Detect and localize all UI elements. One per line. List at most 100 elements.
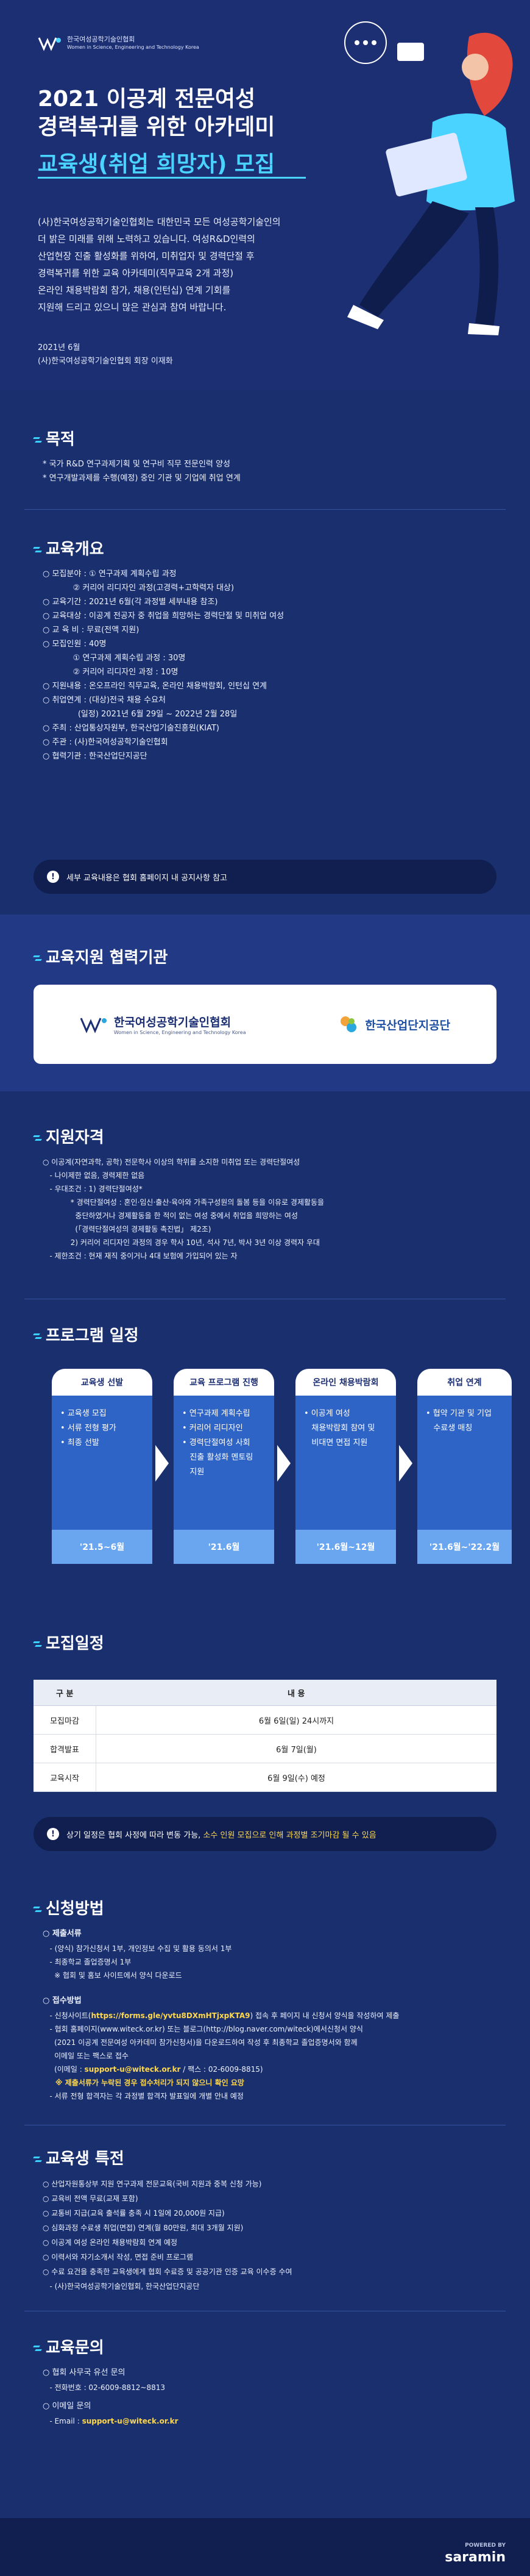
table-row: 모집마감 6월 6일(일) 24시까지 <box>34 1705 496 1735</box>
partner-witeck-name: 한국여성공학기술인협회 <box>113 1016 231 1029</box>
program-step-body: • 협약 기관 및 기업 수료생 매칭 <box>417 1396 512 1530</box>
overview-title: 교육개요 <box>34 537 104 559</box>
hero-title: 2021 이공계 전문여성 경력복귀를 위한 아카데미 <box>38 85 275 141</box>
program-step-head: 교육 프로그램 진행 <box>174 1369 274 1396</box>
section-marker-icon <box>34 952 42 962</box>
contact-email-link[interactable]: support-u@witeck.or.kr <box>82 2417 178 2425</box>
schedule-row-key: 모집마감 <box>34 1705 96 1735</box>
contact-email-head: ○ 이메일 문의 <box>43 2402 91 2411</box>
purpose-lines: * 국가 R&D 연구과제기획 및 연구비 직무 전문인력 양성 * 연구개발과… <box>43 460 241 483</box>
overview-notice-text: 세부 교육내용은 협회 홈페이지 내 공지사항 참고 <box>66 873 227 883</box>
program-title: 프로그램 일정 <box>34 1323 139 1346</box>
apply-method-warning: ※ 제출서류가 누락된 경우 접수처리가 되지 않으니 확인 요망 <box>43 2078 244 2087</box>
saramin-logo-text: saramin <box>445 2550 506 2565</box>
eligibility-title: 지원자격 <box>34 1125 104 1147</box>
apply-docs-head: ○ 제출서류 <box>43 1929 82 1938</box>
program-step-4: 취업 연계 • 협약 기관 및 기업 수료생 매칭 '21.6월~'22.2월 <box>417 1369 512 1564</box>
apply-form-link[interactable]: https://forms.gle/yvtu8DXmHTjxpKTA9 <box>91 2011 250 2020</box>
program-step-body: • 교육생 모집 • 서류 전형 평가 • 최종 선발 <box>52 1396 152 1530</box>
apply-docs: - (양식) 참가신청서 1부, 개인정보 수집 및 활용 동의서 1부 - 최… <box>49 1944 232 1980</box>
partner-kicox-name: 한국산업단지공단 <box>365 1018 451 1032</box>
hero-description: (사)한국여성공학기술인협회는 대한민국 모든 여성공학기술인의 더 밝은 미래… <box>38 216 281 313</box>
section-marker-icon <box>34 2342 42 2352</box>
woman-with-laptop-illustration <box>344 21 515 335</box>
section-marker-icon <box>34 433 42 443</box>
apply-title: 신청방법 <box>34 1896 104 1919</box>
table-row: 교육시작 6월 9일(수) 예정 <box>34 1763 496 1792</box>
section-marker-icon <box>34 1903 42 1913</box>
program-step-period: '21.6월~'22.2월 <box>417 1530 512 1564</box>
program-step-2: 교육 프로그램 진행 • 연구과제 계획수립 • 커리어 리디자인 • 경력단절… <box>174 1369 274 1564</box>
kicox-logo-icon <box>341 1016 357 1032</box>
partner-kicox: 한국산업단지공단 <box>338 1014 450 1035</box>
hero-subtitle-underline <box>38 177 306 179</box>
benefits-lines: ○ 산업자원통상부 지원 연구과제 전문교육(국비 지원과 중복 신청 가능) … <box>43 2180 292 2291</box>
section-marker-icon <box>34 1132 42 1141</box>
benefits-title: 교육생 특전 <box>34 2146 124 2169</box>
contact-email: - Email : support-u@witeck.or.kr <box>43 2417 178 2425</box>
schedule-col-category: 구 분 <box>34 1680 96 1706</box>
exclamation-icon: ! <box>47 1828 59 1840</box>
hero-date-text: 2021년 6월 <box>38 343 80 352</box>
apply-email-link[interactable]: support-u@witeck.or.kr <box>84 2065 181 2074</box>
hero-subtitle: 교육생(취업 희망자) 모집 <box>38 152 275 177</box>
program-step-body: • 이공계 여성 채용박람회 참여 및 비대면 면접 지원 <box>295 1396 396 1530</box>
partner-witeck-name-en: Women in Science, Engineering and Techno… <box>113 1030 246 1035</box>
divider <box>24 509 506 510</box>
association-logo: 한국여성공학기술인협회 Women in Science, Engineerin… <box>38 35 199 51</box>
section-marker-icon <box>34 2153 42 2163</box>
hero-title-line-2: 경력복귀를 위한 아카데미 <box>38 115 275 140</box>
contact-phone-head: ○ 협회 사무국 유선 문의 <box>43 2368 125 2377</box>
witeck-logo-icon <box>80 1018 107 1033</box>
schedule-row-value: 6월 6일(일) 24시까지 <box>96 1705 496 1735</box>
eligibility-lines: ○ 이공계(자연과학, 공학) 전문학사 이상의 학위를 소지한 미취업 또는 … <box>43 1158 325 1260</box>
schedule-header-row: 구 분 내 용 <box>34 1680 496 1706</box>
logo-name-ko: 한국여성공학기술인협회 <box>67 35 135 43</box>
schedule-row-key: 합격발표 <box>34 1734 96 1763</box>
section-marker-icon <box>34 1638 42 1647</box>
partner-witeck: 한국여성공학기술인협회 Women in Science, Engineerin… <box>80 1013 246 1035</box>
purpose-title: 목적 <box>34 427 75 449</box>
schedule-title: 모집일정 <box>34 1631 104 1654</box>
apply-method-3: (이메일 : support-u@witeck.or.kr / 팩스 : 02-… <box>43 2065 263 2074</box>
section-marker-icon <box>34 543 42 553</box>
program-step-period: '21.6월~12월 <box>295 1530 396 1564</box>
schedule-table: 구 분 내 용 모집마감 6월 6일(일) 24시까지 합격발표 6월 7일(월… <box>34 1680 496 1792</box>
footer-band <box>0 2518 530 2576</box>
schedule-notice-text: 상기 일정은 협회 사정에 따라 변동 가능, 소수 인원 모집으로 인해 과정… <box>66 1830 376 1840</box>
apply-method-head: ○ 접수방법 <box>43 1996 82 2005</box>
hero-signature: 2021년 6월 (사)한국여성공학기술인협회 회장 이재화 <box>38 341 173 368</box>
overview-lines: ○ 모집분야 : ① 연구과제 계획수립 과정 ② 커리어 리디자인 과정(고경… <box>43 569 284 761</box>
apply-method-1: - 신청사이트(https://forms.gle/yvtu8DXmHTjxpK… <box>43 2011 400 2020</box>
hero-section: 한국여성공학기술인협회 Women in Science, Engineerin… <box>0 0 530 390</box>
table-row: 합격발표 6월 7일(월) <box>34 1734 496 1763</box>
program-step-period: '21.5~6월 <box>52 1530 152 1564</box>
association-logo-icon <box>38 37 61 51</box>
schedule-row-value: 6월 9일(수) 예정 <box>96 1763 496 1792</box>
schedule-row-key: 교육시작 <box>34 1763 96 1792</box>
partner-logos: 한국여성공학기술인협회 Women in Science, Engineerin… <box>34 985 496 1064</box>
program-step-head: 교육생 선발 <box>52 1369 152 1396</box>
program-step-head: 취업 연계 <box>417 1369 512 1396</box>
program-step-period: '21.6월 <box>174 1530 274 1564</box>
apply-method-5: - 서류 전형 합격자는 각 과정별 합격자 발표일에 개별 안내 예정 <box>43 2092 244 2100</box>
arrow-right-icon <box>155 1445 169 1482</box>
partners-title: 교육지원 협력기관 <box>34 945 168 968</box>
schedule-col-content: 내 용 <box>96 1680 496 1706</box>
logo-name-en: Women in Science, Engineering and Techno… <box>67 45 199 50</box>
schedule-row-value: 6월 7일(월) <box>96 1734 496 1763</box>
program-step-body: • 연구과제 계획수립 • 커리어 리디자인 • 경력단절여성 사회 진출 활성… <box>174 1396 274 1530</box>
program-step-3: 온라인 채용박람회 • 이공계 여성 채용박람회 참여 및 비대면 면접 지원 … <box>295 1369 396 1564</box>
saramin-brand: POWERED BY saramin <box>445 2542 506 2565</box>
powered-by-label: POWERED BY <box>465 2542 506 2549</box>
contact-phone: - 전화번호 : 02-6009-8812~8813 <box>43 2383 166 2392</box>
section-marker-icon <box>34 1330 42 1340</box>
arrow-right-icon <box>277 1445 291 1482</box>
exclamation-icon: ! <box>47 871 59 883</box>
hero-title-line-1: 2021 이공계 전문여성 <box>38 87 256 112</box>
program-step-head: 온라인 채용박람회 <box>295 1369 396 1396</box>
overview-notice: ! 세부 교육내용은 협회 홈페이지 내 공지사항 참고 <box>34 860 496 894</box>
arrow-right-icon <box>399 1445 412 1482</box>
apply-method-2: - 협회 홈페이지(www.witeck.or.kr) 또는 블로그(http:… <box>49 2025 363 2060</box>
